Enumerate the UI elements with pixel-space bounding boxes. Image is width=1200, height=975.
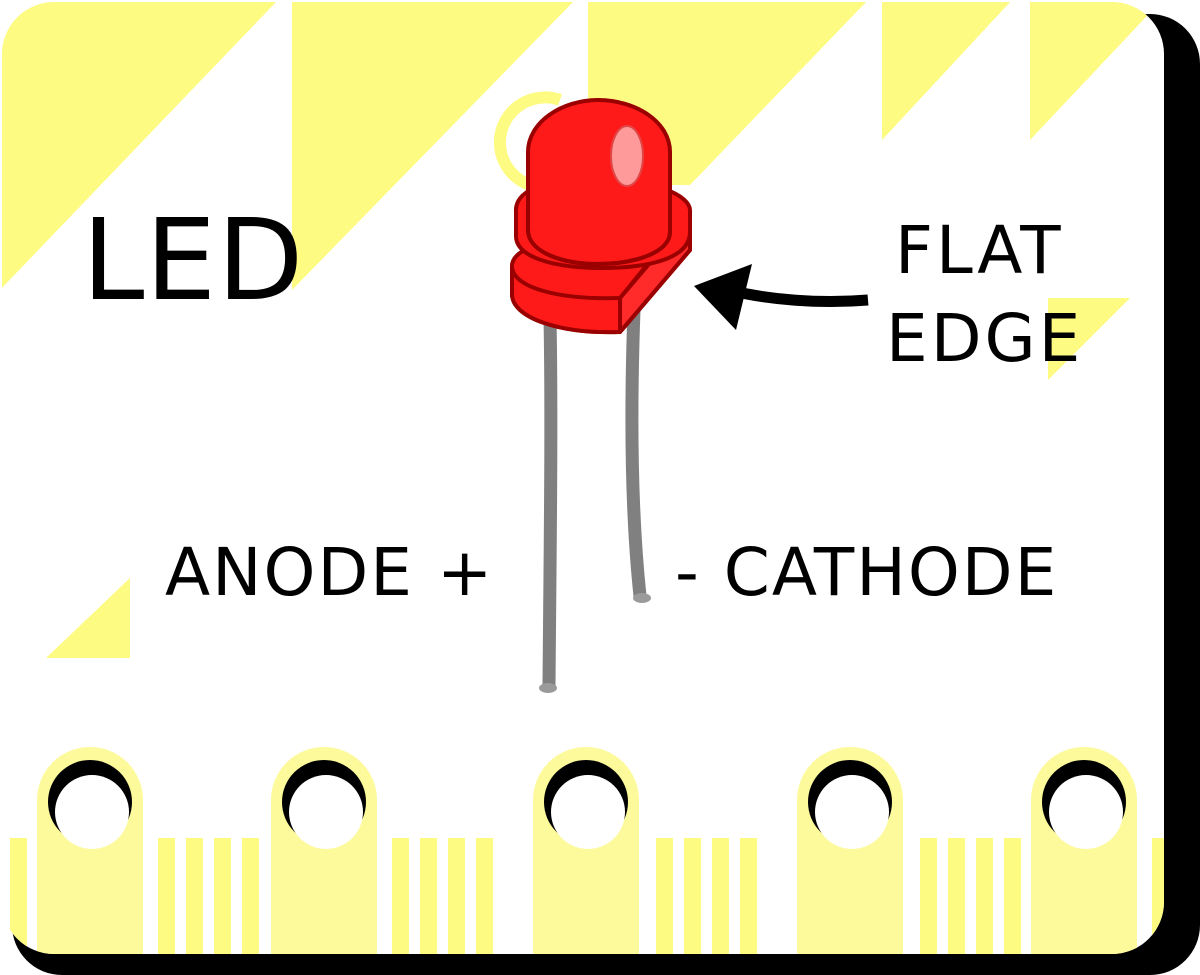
- led-icon: [510, 98, 692, 335]
- cathode-lead: [625, 303, 647, 603]
- anode-label: ANODE +: [165, 534, 495, 611]
- flat-edge-label-line1: FLAT: [895, 212, 1064, 289]
- pad-5: [1031, 747, 1137, 954]
- pad-2: [271, 747, 377, 954]
- pad-3: [533, 747, 639, 954]
- flat-edge-label-line2: EDGE: [886, 300, 1084, 377]
- pad-1: [37, 747, 143, 954]
- ring-outline: [493, 91, 562, 191]
- pad-4: [797, 747, 903, 954]
- board-pattern: [2, 2, 1164, 954]
- arrow-left-icon: [694, 264, 869, 330]
- diagram-title: LED: [82, 196, 305, 326]
- cathode-label: - CATHODE: [675, 534, 1059, 611]
- led-leads: [539, 303, 651, 693]
- connection-pads: [37, 747, 1137, 954]
- anode-lead: [542, 311, 558, 692]
